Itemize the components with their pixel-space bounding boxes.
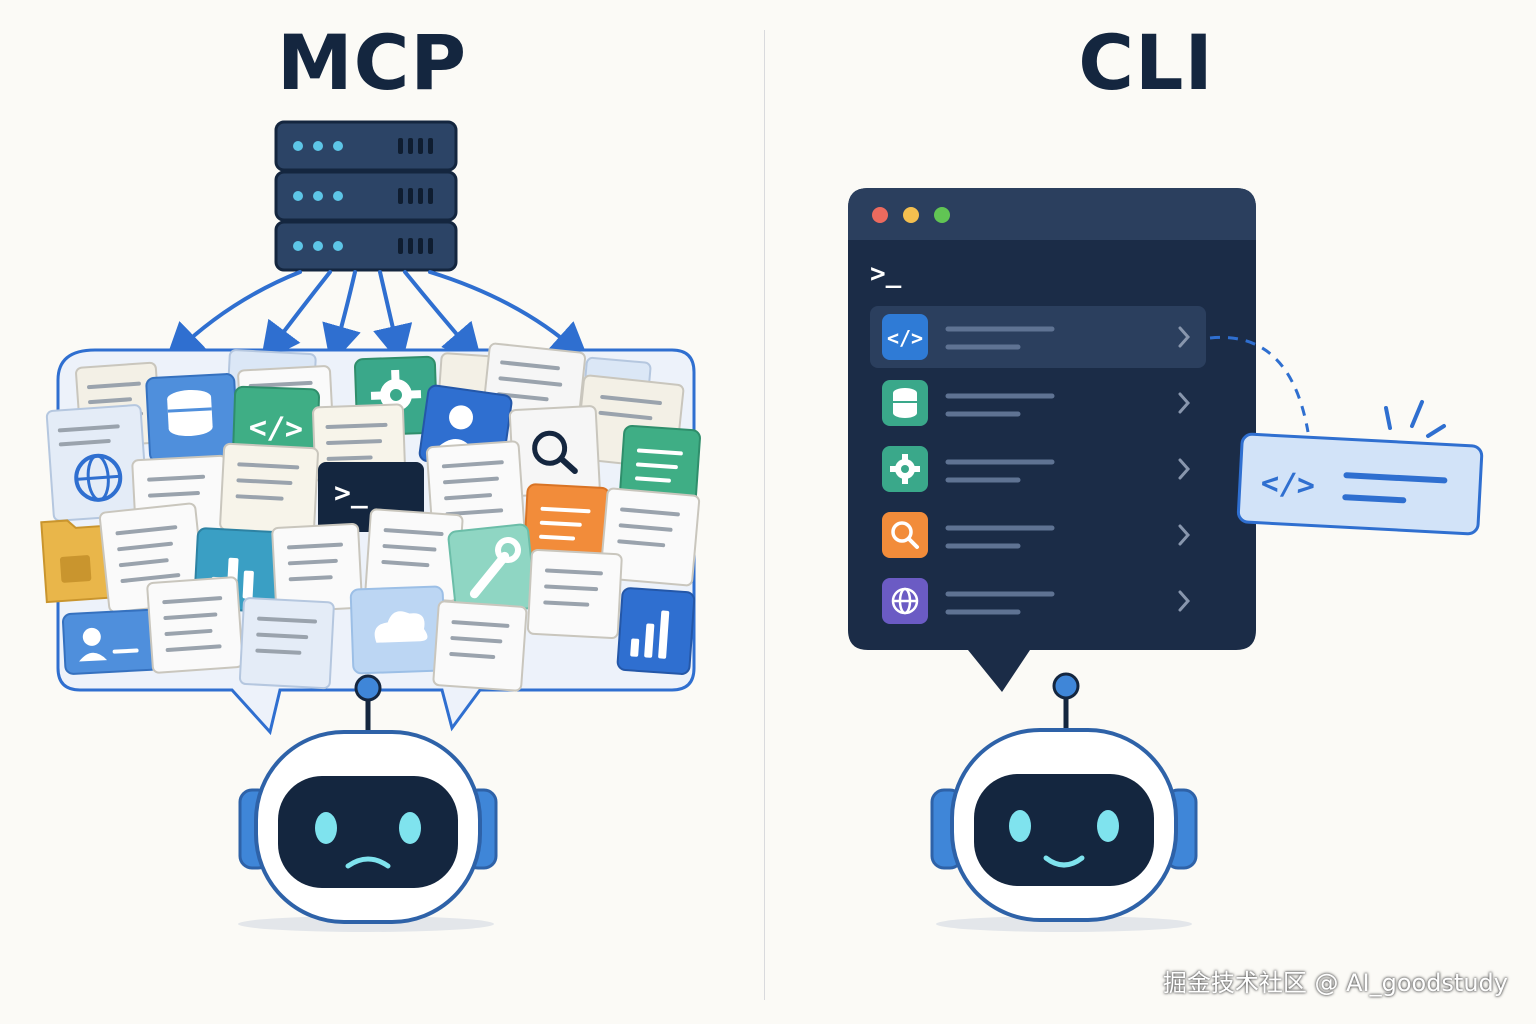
mcp-robot-sad-icon bbox=[238, 674, 498, 932]
database-icon bbox=[893, 388, 917, 418]
bar-chart-tile-icon bbox=[616, 587, 696, 675]
svg-text:</>: </> bbox=[248, 410, 303, 447]
server-stack-icon bbox=[274, 120, 458, 272]
svg-text:>_: >_ bbox=[334, 476, 368, 509]
command-row-globe[interactable] bbox=[882, 578, 1191, 624]
maximize-dot-icon[interactable] bbox=[934, 207, 950, 223]
cloud-tile-icon bbox=[349, 585, 447, 675]
code-popout-card: </> bbox=[1236, 432, 1484, 536]
center-divider bbox=[764, 30, 765, 1000]
chevron-right-icon bbox=[1178, 392, 1191, 414]
fanout-arrows bbox=[164, 270, 590, 366]
close-dot-icon[interactable] bbox=[872, 207, 888, 223]
globe-icon bbox=[891, 587, 919, 615]
chevron-right-icon bbox=[1178, 524, 1191, 546]
command-row-selected[interactable] bbox=[870, 306, 1206, 368]
search-icon bbox=[891, 521, 919, 549]
command-row-search[interactable] bbox=[882, 512, 1191, 558]
cli-robot-happy-icon bbox=[930, 672, 1198, 932]
search-tile-icon bbox=[508, 405, 601, 497]
dashed-connector bbox=[1209, 335, 1310, 433]
command-row-database[interactable] bbox=[882, 380, 1191, 426]
profile-tile-icon bbox=[62, 608, 161, 675]
command-row-code[interactable]: </> bbox=[882, 314, 1191, 360]
gear-icon bbox=[890, 454, 920, 484]
sparkle-icon bbox=[1384, 400, 1446, 438]
chevron-right-icon bbox=[1178, 326, 1191, 348]
minimize-dot-icon[interactable] bbox=[903, 207, 919, 223]
chevron-right-icon bbox=[1178, 590, 1191, 612]
terminal-prompt: >_ bbox=[870, 259, 902, 289]
watermark: 掘金技术社区 @ AI_goodstudy bbox=[1162, 969, 1508, 997]
code-icon: </> bbox=[1260, 466, 1316, 504]
code-icon: </> bbox=[887, 326, 923, 350]
command-row-settings[interactable] bbox=[882, 446, 1191, 492]
chevron-right-icon bbox=[1178, 458, 1191, 480]
database-tile-icon bbox=[145, 373, 239, 463]
window-dots bbox=[872, 207, 950, 223]
cli-title: CLI bbox=[1078, 18, 1214, 107]
mcp-title: MCP bbox=[276, 18, 468, 107]
globe-tile-icon bbox=[45, 404, 149, 522]
tool-tile-pile: </> bbox=[40, 342, 701, 692]
